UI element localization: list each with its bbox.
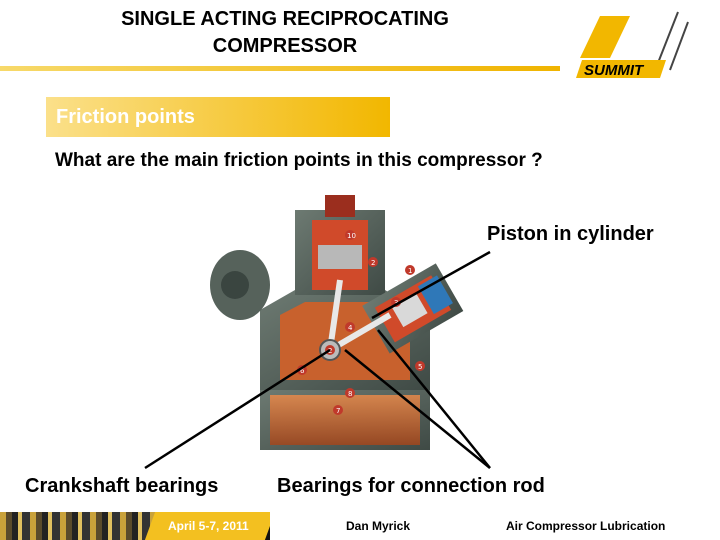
piston-label: Piston in cylinder — [487, 223, 654, 245]
logo-text: SUMMIT — [584, 62, 645, 79]
section-header: Friction points — [46, 97, 390, 137]
svg-text:4: 4 — [348, 324, 353, 332]
footer-author: Dan Myrick — [346, 519, 411, 533]
svg-text:1: 1 — [408, 267, 412, 275]
footer-image-strip — [0, 512, 160, 540]
footer-date: April 5-7, 2011 — [168, 519, 249, 533]
svg-text:8: 8 — [348, 390, 352, 398]
svg-text:10: 10 — [347, 232, 356, 240]
summit-logo: SUMMIT — [576, 11, 689, 79]
svg-text:3: 3 — [394, 299, 398, 307]
svg-text:7: 7 — [336, 407, 340, 415]
svg-text:2: 2 — [371, 259, 375, 267]
title-underline — [0, 66, 560, 71]
question-text: What are the main friction points in thi… — [55, 150, 543, 171]
slide-title-line1: SINGLE ACTING RECIPROCATING — [121, 8, 449, 30]
footer-info-panel — [270, 512, 720, 540]
section-label: Friction points — [56, 106, 195, 128]
slide-title-line2: COMPRESSOR — [212, 35, 358, 57]
svg-text:6: 6 — [300, 367, 305, 375]
compressor-cutaway-image: 10 2 1 3 4 5 2 6 8 7 — [210, 195, 464, 450]
footer-topic: Air Compressor Lubrication — [506, 519, 666, 533]
svg-text:5: 5 — [418, 363, 422, 371]
crankshaft-label: Crankshaft bearings — [25, 475, 219, 497]
svg-text:2: 2 — [328, 347, 332, 355]
connecting-rod-label: Bearings for connection rod — [277, 475, 545, 497]
footer-bar: April 5-7, 2011 Dan Myrick Air Compresso… — [0, 512, 720, 540]
slide-title: SINGLE ACTING RECIPROCATING COMPRESSOR — [60, 6, 510, 60]
